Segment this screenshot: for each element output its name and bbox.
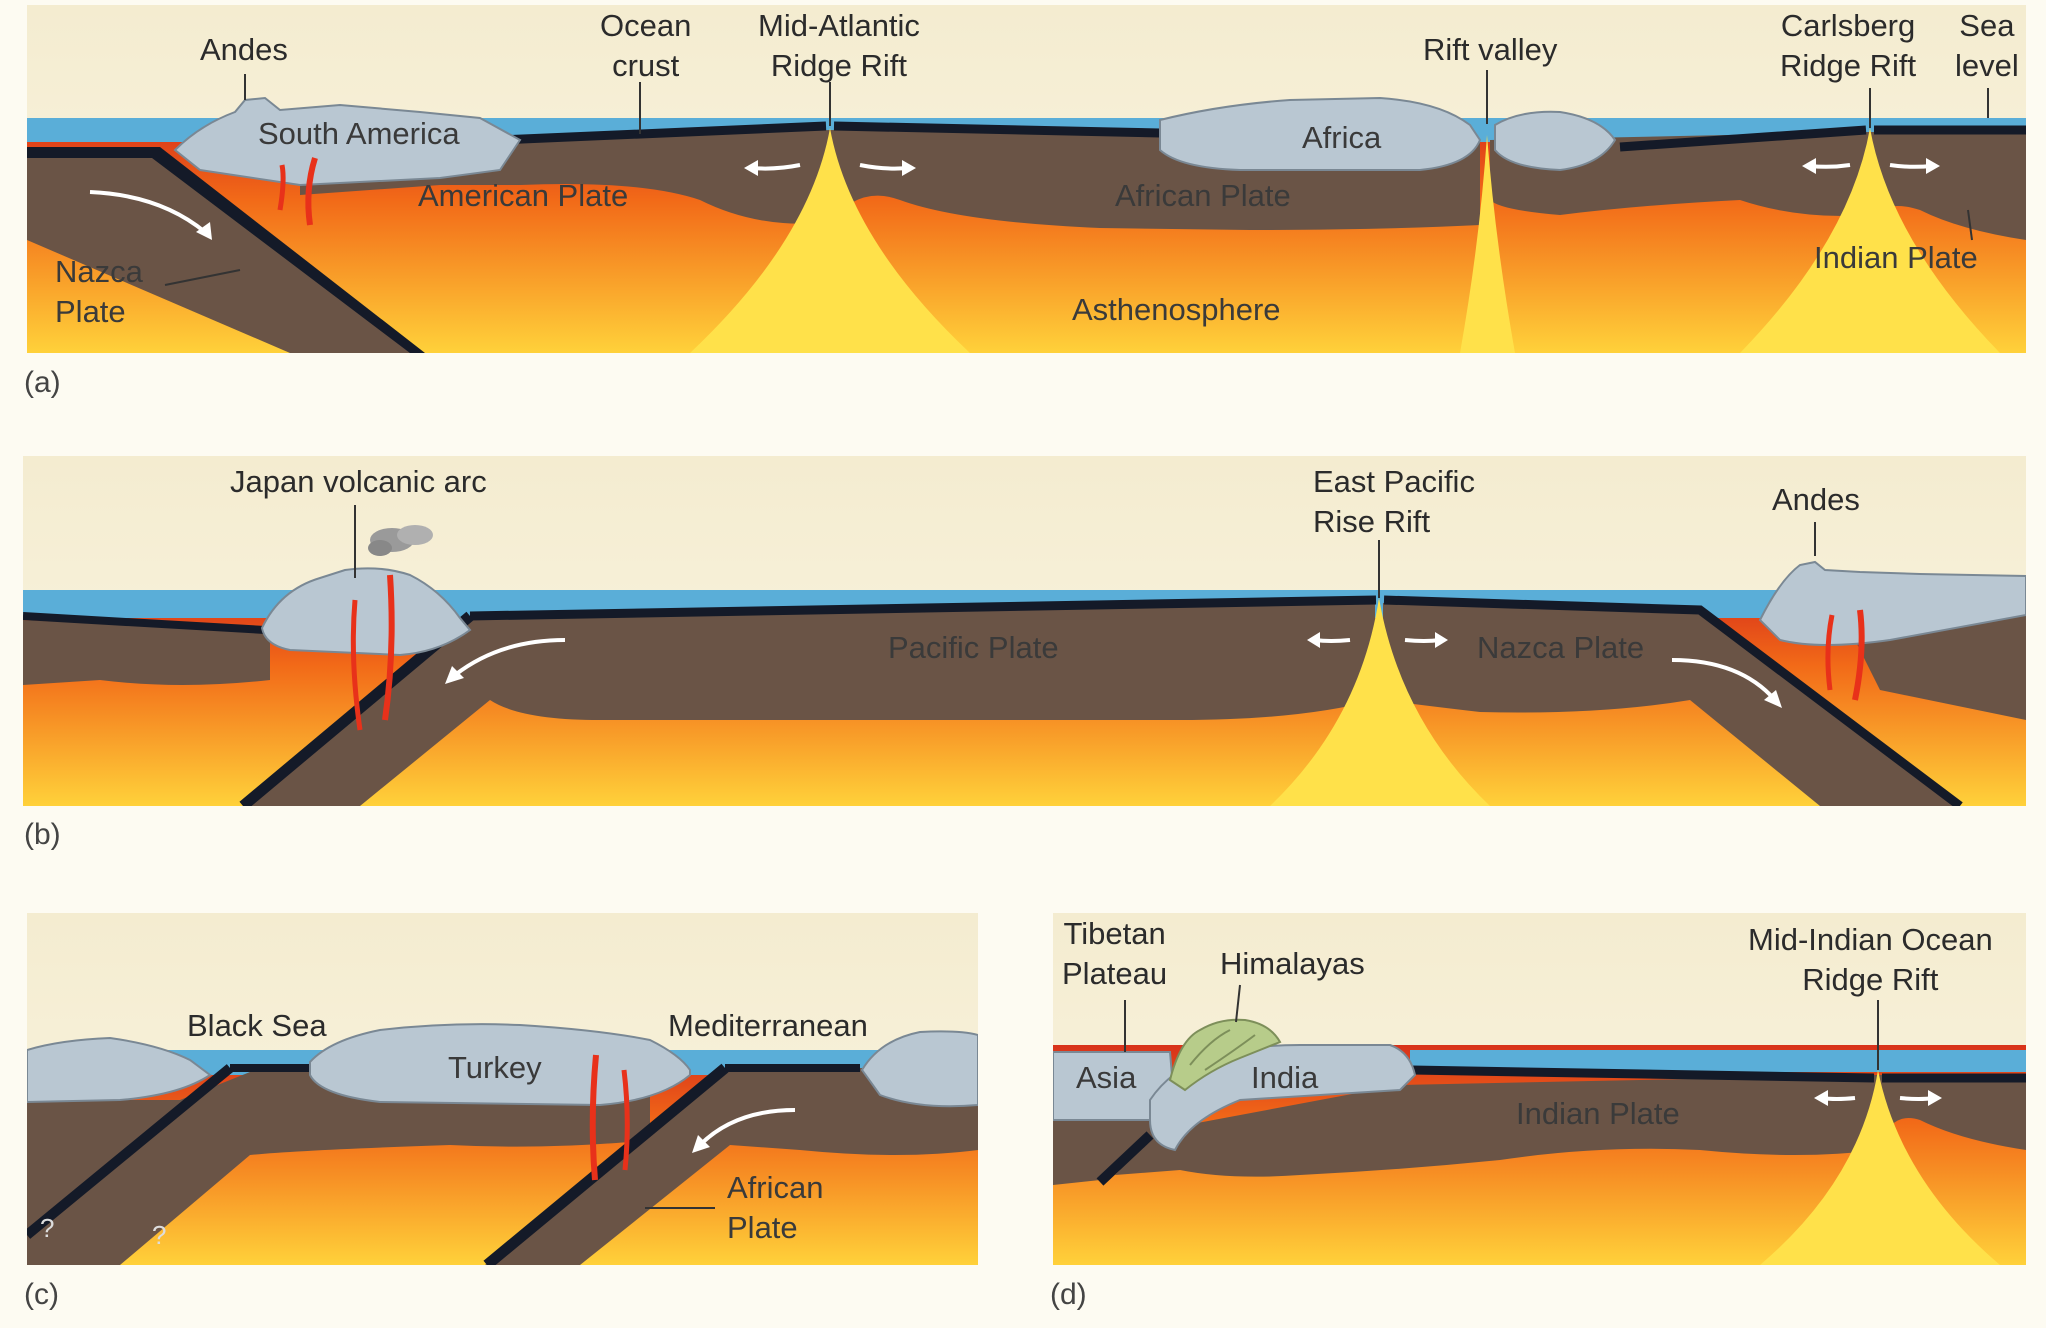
label-south-america: South America (258, 116, 460, 151)
label-mid-atlantic: Mid-Atlantic Ridge Rift (758, 8, 920, 83)
label-himalayas: Himalayas (1220, 946, 1365, 981)
panel-c (27, 913, 978, 1265)
label-tibetan-plateau: Tibetan Plateau (1062, 916, 1168, 991)
label-asia: Asia (1076, 1060, 1137, 1095)
label-andes-a: Andes (200, 32, 288, 67)
panel-letter-c: (c) (24, 1278, 59, 1311)
japan-arc-b (260, 567, 472, 657)
label-black-sea: Black Sea (187, 1008, 327, 1043)
question-mark-2: ? (152, 1220, 167, 1250)
label-african-plate-c: African Plate (727, 1170, 824, 1245)
nazca-slab-a (27, 150, 420, 353)
label-nazca-plate-a: Nazca Plate (55, 254, 143, 329)
african-plate-c (485, 1068, 978, 1265)
label-turkey: Turkey (448, 1050, 542, 1085)
panel-b (23, 456, 2026, 806)
label-ocean-crust: Ocean crust (600, 8, 692, 83)
label-mid-indian: Mid-Indian Ocean Ridge Rift (1748, 922, 1993, 997)
label-india: India (1251, 1060, 1319, 1095)
label-indian-plate-d: Indian Plate (1516, 1096, 1680, 1131)
east-africa-a (1494, 110, 1617, 172)
label-african-plate-a: African Plate (1115, 178, 1291, 213)
panel-d (1053, 913, 2026, 1265)
pacific-plate-b (245, 603, 1375, 806)
label-mediterranean: Mediterranean (668, 1008, 868, 1043)
label-east-pacific: East Pacific Rise Rift (1313, 464, 1475, 539)
ocean-crust-a (499, 121, 827, 145)
question-mark-1: ? (40, 1213, 55, 1243)
nazca-plate-b (1383, 603, 1960, 806)
label-carlsberg: Carlsberg Ridge Rift (1780, 8, 1917, 83)
sea-d (1410, 1050, 2026, 1072)
panel-a (27, 5, 2026, 353)
label-japan-arc: Japan volcanic arc (230, 464, 487, 499)
east-pacific-plume (1270, 598, 1490, 806)
rift-valley-plume (1460, 135, 1515, 353)
panel-letter-d: (d) (1050, 1278, 1087, 1311)
label-american-plate: American Plate (418, 178, 629, 213)
mid-indian-plume (1760, 1070, 2000, 1265)
south-america-a (173, 96, 522, 187)
panel-letter-a: (a) (24, 366, 61, 399)
panel-letter-b: (b) (24, 818, 61, 851)
label-pacific-plate: Pacific Plate (888, 630, 1059, 665)
label-nazca-plate-b: Nazca Plate (1477, 630, 1645, 665)
label-andes-b: Andes (1772, 482, 1860, 517)
carlsberg-plume (1740, 128, 2000, 353)
label-asthenosphere: Asthenosphere (1072, 292, 1281, 327)
africa-a (1159, 96, 1482, 171)
ocean-crust-b (469, 595, 1377, 621)
label-sea-level: Sea level (1955, 8, 2019, 83)
andes-b-range (1758, 560, 2026, 646)
label-indian-plate-a: Indian Plate (1814, 240, 1978, 275)
mid-atlantic-plume (690, 128, 970, 353)
indian-plate-a (1870, 132, 2026, 240)
label-africa: Africa (1302, 120, 1382, 155)
indian-plate-d (1115, 1075, 1878, 1177)
label-rift-valley: Rift valley (1423, 32, 1558, 67)
